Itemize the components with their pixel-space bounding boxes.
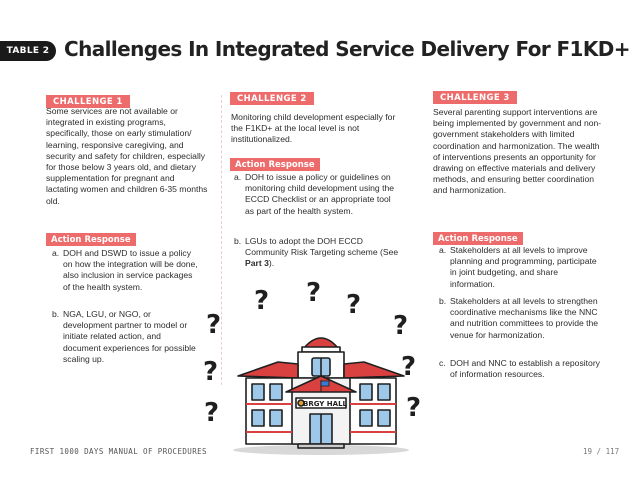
challenge-2-panel: CHALLENGE 2 Monitoring child development…	[221, 92, 412, 385]
page-number: 19 / 117	[583, 447, 620, 456]
action-text: Stakeholders at all levels to strengthen…	[450, 296, 599, 340]
action-marker: a.	[439, 245, 447, 255]
challenge-2-text: Monitoring child development especially …	[231, 112, 396, 145]
action-text: NGA, LGU, or NGO, or development partner…	[63, 309, 196, 364]
question-mark-icon: ?	[306, 278, 322, 308]
challenge-2-label: CHALLENGE 2	[230, 92, 314, 105]
challenge-3-action-label: Action Response	[433, 232, 523, 245]
action-marker: b.	[439, 296, 447, 306]
barangay-hall-illustration: BRGY HALL	[233, 337, 409, 455]
action-text: DOH and NNC to establish a repository of…	[450, 358, 600, 380]
challenge-1-label: CHALLENGE 1	[46, 95, 130, 108]
question-mark-icon: ?	[204, 398, 220, 428]
action-marker: a.	[52, 248, 60, 258]
question-mark-icon: ?	[203, 357, 219, 387]
challenge-1-text: Some services are not available or integ…	[46, 106, 208, 206]
challenge-3-text: Several parenting support interventions …	[433, 107, 602, 196]
part-reference: Part 3	[245, 258, 269, 269]
action-marker: b.	[52, 309, 60, 319]
challenge-3-label: CHALLENGE 3	[433, 91, 517, 104]
question-mark-icon: ?	[254, 286, 270, 316]
action-marker: b.	[234, 236, 242, 246]
question-mark-icon: ?	[401, 352, 417, 382]
table-tag: TABLE 2	[0, 41, 56, 61]
action-text: DOH and DSWD to issue a policy on how th…	[63, 248, 198, 292]
challenge-3-action-b: b. Stakeholders at all levels to strengt…	[439, 296, 605, 341]
question-mark-icon: ?	[406, 393, 422, 423]
question-mark-icon: ?	[393, 311, 409, 341]
challenge-1-action-label: Action Response	[46, 233, 136, 246]
action-text-start: LGUs to adopt the DOH ECCD Community Ris…	[245, 236, 399, 258]
challenge-3-action-c: c. DOH and NNC to establish a repository…	[439, 358, 605, 380]
challenge-3-panel: CHALLENGE 3 Several parenting support in…	[425, 91, 608, 385]
action-text: Stakeholders at all levels to improve pl…	[450, 245, 597, 289]
action-marker: c.	[439, 358, 446, 368]
action-text: LGUs to adopt the DOH ECCD Community Ris…	[245, 236, 402, 270]
challenge-1-panel: CHALLENGE 1 Some services are not availa…	[38, 95, 208, 385]
page-title: Challenges In Integrated Service Deliver…	[64, 37, 631, 61]
challenge-2-action-b: b. LGUs to adopt the DOH ECCD Community …	[234, 236, 402, 270]
question-mark-icon: ?	[346, 290, 362, 320]
challenge-1-action-a: a. DOH and DSWD to issue a policy on how…	[52, 248, 200, 293]
challenge-2-action-a: a. DOH to issue a policy or guidelines o…	[234, 172, 402, 217]
challenge-3-action-a: a. Stakeholders at all levels to improve…	[439, 245, 605, 290]
footer-manual-title: FIRST 1000 DAYS MANUAL OF PROCEDURES	[30, 447, 207, 456]
action-text-end: ).	[268, 258, 275, 269]
action-text: DOH to issue a policy or guidelines on m…	[245, 172, 395, 216]
building-sign: BRGY HALL	[303, 400, 348, 408]
action-marker: a.	[234, 172, 242, 182]
question-mark-icon: ?	[206, 310, 222, 340]
challenge-1-action-b: b. NGA, LGU, or NGO, or development part…	[52, 309, 200, 365]
challenge-2-action-label: Action Response	[230, 158, 320, 171]
